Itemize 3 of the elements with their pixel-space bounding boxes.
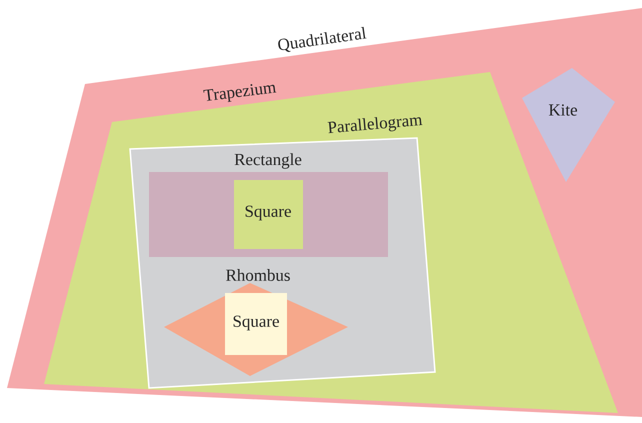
node-label: Rhombus	[226, 269, 290, 281]
node-label: Rectangle	[234, 153, 302, 169]
node-label: Parallelogram	[328, 117, 422, 134]
